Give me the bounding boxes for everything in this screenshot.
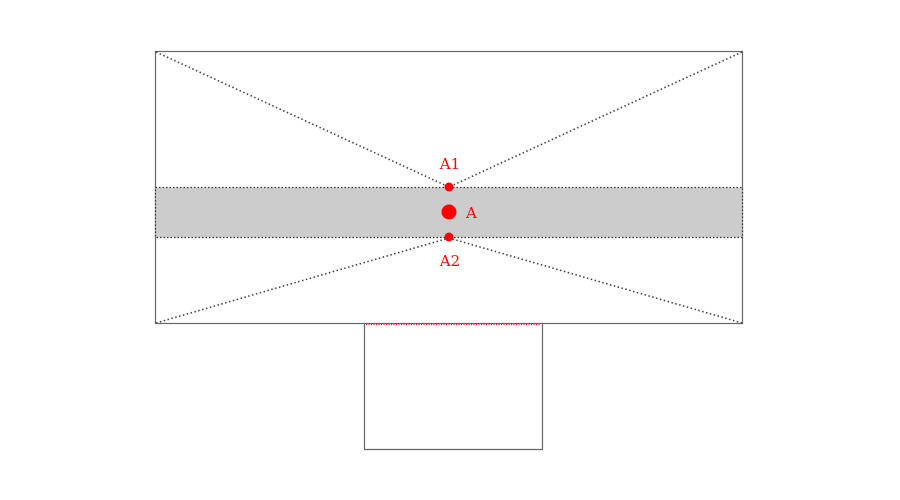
point-a-marker — [441, 204, 457, 220]
diagonal-bottom-right — [448, 237, 743, 324]
diagonal-top-left — [155, 51, 450, 188]
point-a-label: A — [465, 204, 477, 222]
lower-appendage — [363, 323, 544, 451]
diagonal-bottom-left — [155, 237, 450, 324]
diagonal-top-right — [448, 51, 743, 188]
point-a1-marker — [444, 182, 454, 192]
point-a2-marker — [444, 232, 454, 242]
point-a1-label: A1 — [439, 155, 460, 173]
point-a2-label: A2 — [439, 252, 460, 270]
